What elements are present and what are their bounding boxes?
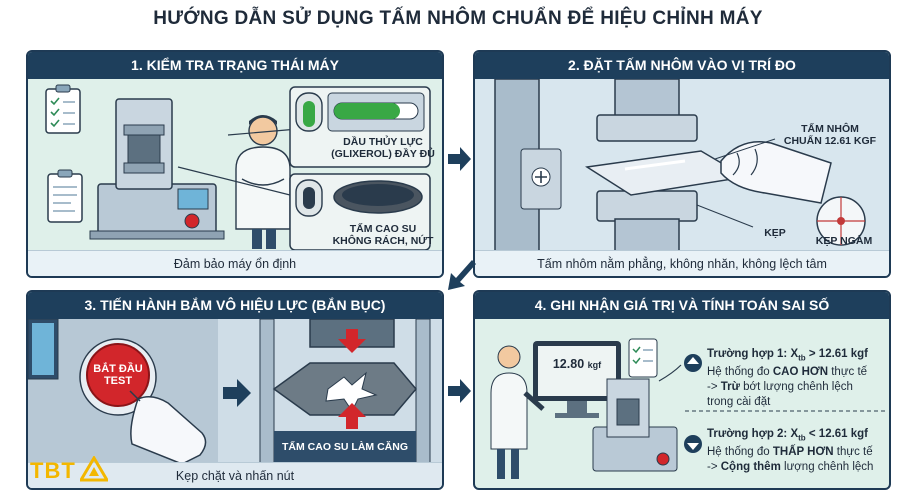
panel-footer: Đảm bảo máy ổn định [28, 250, 442, 276]
machine-check-illustration [45, 84, 431, 251]
plate-label: TẤM NHÔM CHUẨN 12.61 KGF [783, 123, 877, 147]
arrow-up-icon [684, 354, 702, 372]
panel-heading: 2. ĐẶT TẤM NHÔM VÀO VỊ TRÍ ĐO [475, 52, 889, 79]
panel-footer: Tấm nhôm nằm phẳng, không nhăn, không lệ… [475, 250, 889, 276]
panel-illustration: DẦU THỦY LỰC (GLIXEROL) ĐẦY ĐỦ TẤM CAO S… [28, 79, 442, 251]
rubber-label: TẤM CAO SU KHÔNG RÁCH, NỨT [332, 223, 434, 247]
panel-illustration: BẮT ĐẦU TEST TẤM CAO SU LÀM CĂNG [28, 319, 442, 464]
clipboard-icon [47, 169, 83, 223]
panel-heading: 4. GHI NHẬN GIÁ TRỊ VÀ TÍNH TOÁN SAI SỐ [475, 292, 889, 319]
rubber-burst [272, 362, 417, 416]
brand-logo: TBT [30, 458, 76, 483]
panel-check-machine: 1. KIỂM TRA TRẠNG THÁI MÁY [26, 50, 444, 278]
gloved-hand [720, 141, 832, 204]
screen-reading: 12.80 kgf [552, 357, 602, 371]
panel-heading: 1. KIỂM TRA TRẠNG THÁI MÁY [28, 52, 442, 79]
checklist-icon [628, 338, 658, 378]
test-machine [89, 98, 225, 240]
oil-gauge [227, 86, 431, 168]
arrow-down-icon [684, 435, 702, 453]
pointing-hand [129, 390, 207, 464]
plate-placement-illustration [475, 79, 889, 252]
panel-heading: 3. TIẾN HÀNH BẮM VÔ HIỆU LỰC (BẮN BỤC) [28, 292, 442, 319]
rubber-tension-label: TẤM CAO SU LÀM CĂNG [282, 441, 408, 453]
oil-label: DẦU THỦY LỰC (GLIXEROL) ĐẦY ĐỦ [331, 136, 435, 160]
arrow-up-icon [338, 403, 366, 429]
case-1-text: Trường hợp 1: Xtb > 12.61 kgf Hệ thống đ… [707, 348, 869, 409]
technician-figure [235, 115, 291, 249]
test-machine [592, 378, 678, 472]
record-values-illustration [490, 338, 885, 479]
start-test-button [79, 338, 157, 416]
jaw-label: KẸP NGÀM [815, 235, 873, 247]
panel-illustration: TẤM NHÔM CHUẨN 12.61 KGF KẸP KẸP NGÀM [475, 79, 889, 252]
monitor [533, 341, 621, 418]
checklist-icon [45, 84, 81, 134]
rubber-gauge [177, 166, 431, 251]
crosshair-icon [816, 196, 866, 246]
triangle-logo-icon [80, 456, 108, 482]
panel-record-values: 4. GHI NHẬN GIÁ TRỊ VÀ TÍNH TOÁN SAI SỐ [473, 290, 891, 490]
panel-run-test: 3. TIẾN HÀNH BẮM VÔ HIỆU LỰC (BẮN BỤC) [26, 290, 444, 490]
arrow-down-left-icon [448, 260, 476, 290]
arrow-right-icon [448, 379, 471, 403]
arrow-down-icon [338, 329, 366, 353]
panel-place-plate: 2. ĐẶT TẤM NHÔM VÀO VỊ TRÍ ĐO [473, 50, 891, 278]
case-2-text: Trường hợp 2: Xtb < 12.61 kgf Hệ thống đ… [707, 428, 874, 474]
start-button-label[interactable]: BẮT ĐẦU TEST [93, 363, 143, 387]
arrow-right-icon [448, 147, 471, 171]
burst-test-illustration [28, 319, 442, 464]
clamp-label: KẸP [764, 227, 786, 239]
technician-figure [490, 345, 545, 479]
panel-illustration: 12.80 kgf Trường hợp 1: Xtb > 12.61 kgf … [475, 319, 889, 488]
page-title: HƯỚNG DẪN SỬ DỤNG TẤM NHÔM CHUẨN ĐỂ HIỆU… [153, 8, 763, 29]
plus-icon [531, 167, 551, 187]
